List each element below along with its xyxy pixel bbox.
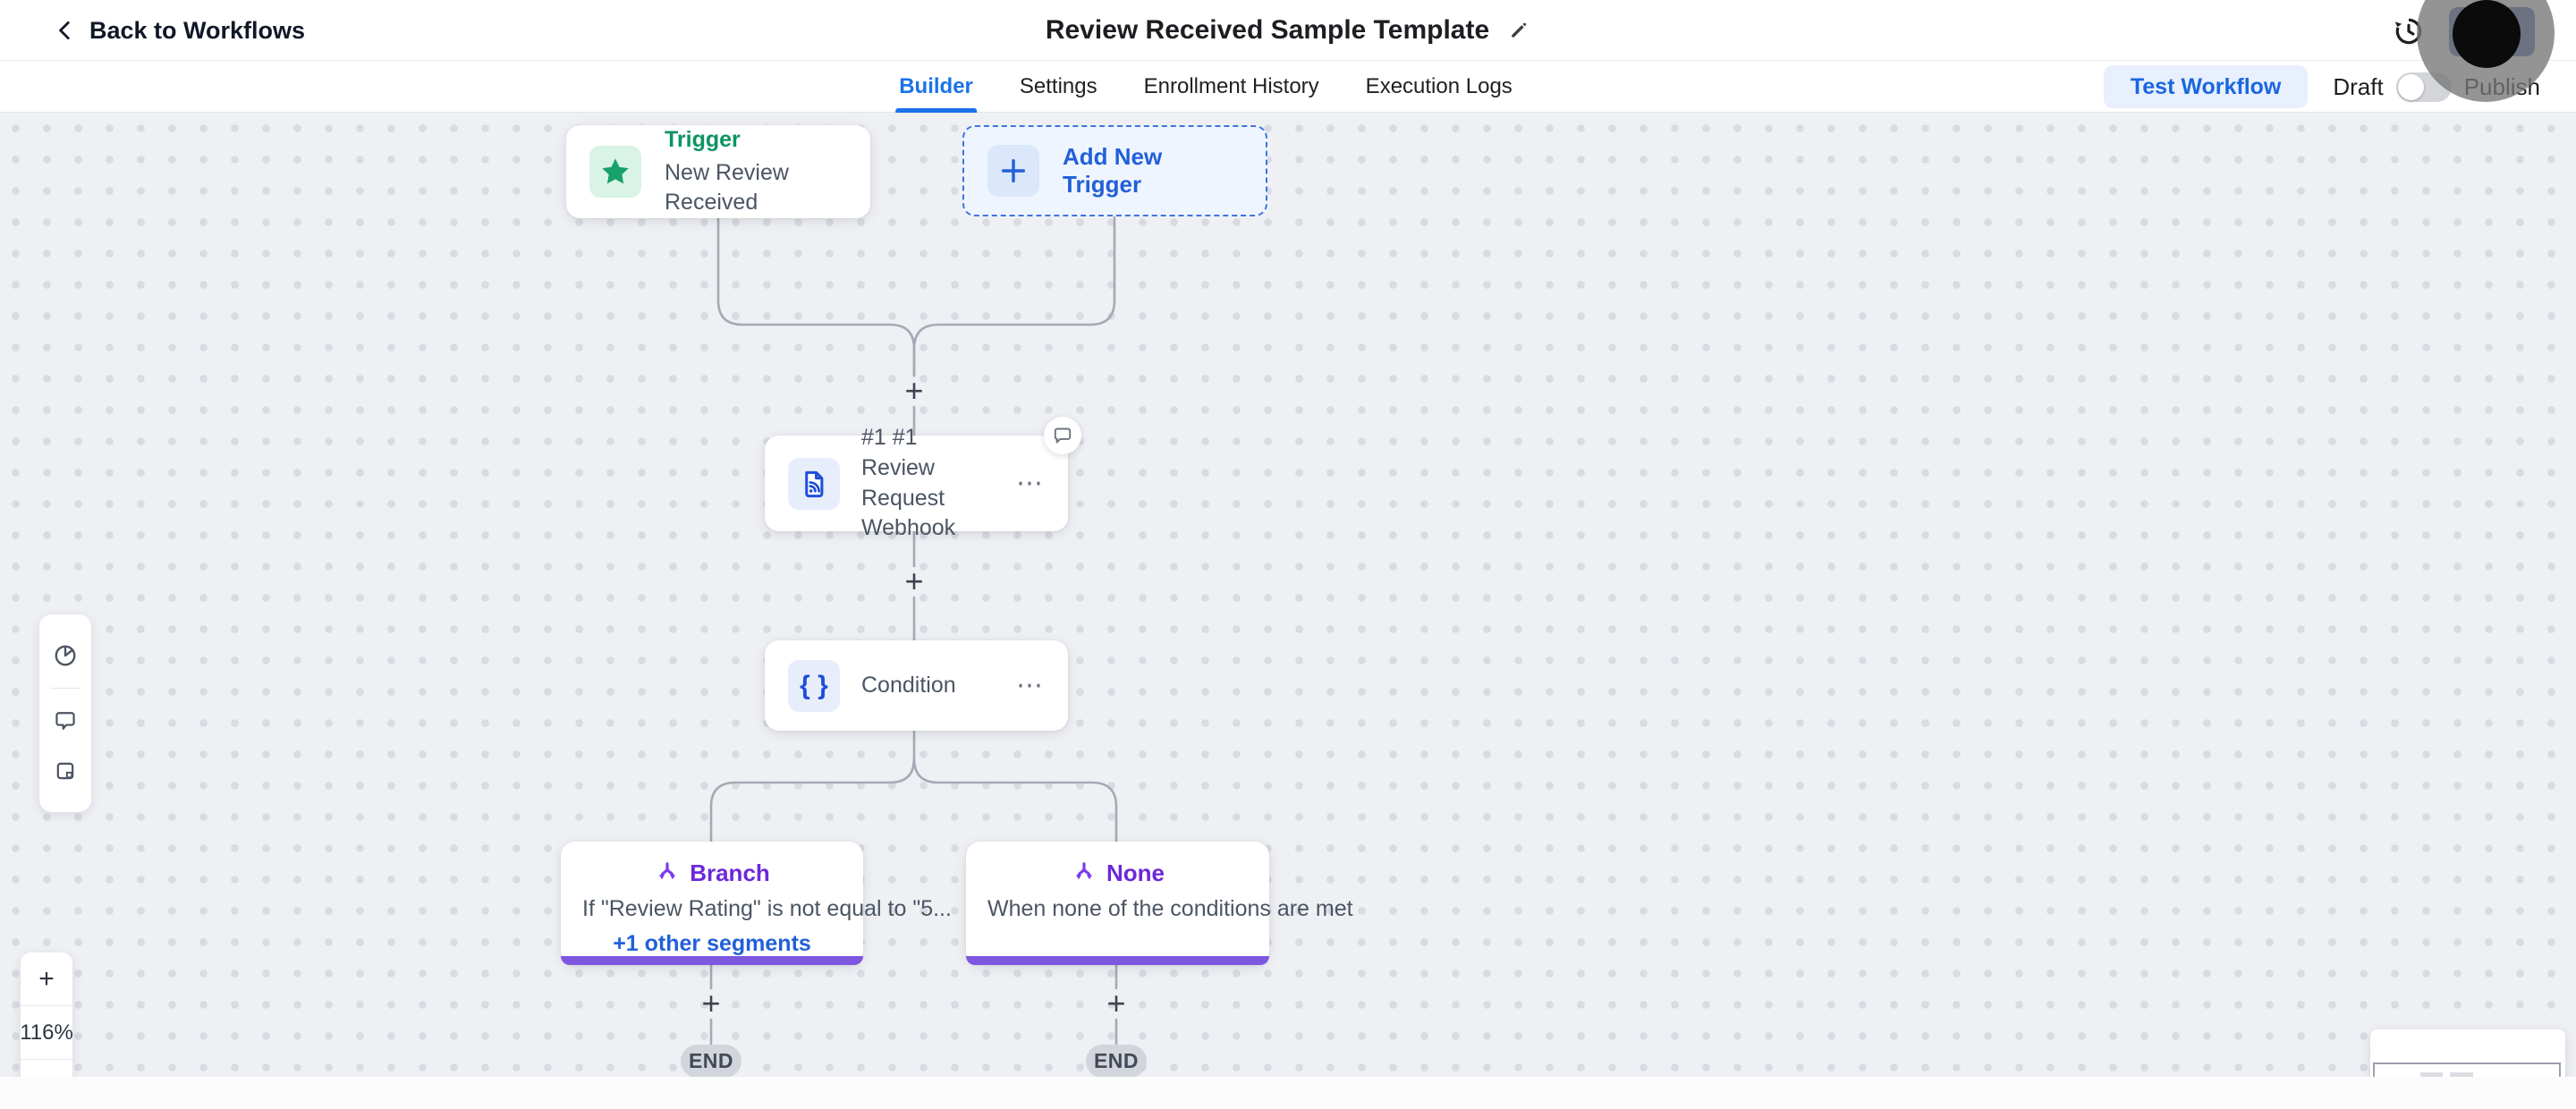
condition-node[interactable]: { } Condition ⋯: [765, 640, 1068, 731]
add-new-trigger-button[interactable]: Add New Trigger: [962, 125, 1267, 216]
version-history-button[interactable]: [2392, 14, 2426, 48]
tab-builder[interactable]: Builder: [895, 61, 977, 113]
comment-bubble-icon: [55, 712, 75, 730]
top-bar: Back to Workflows Review Received Sample…: [0, 0, 2576, 61]
notes-tool-button[interactable]: [39, 746, 91, 796]
comments-tool-button[interactable]: [39, 696, 91, 746]
toggle-knob: [2397, 73, 2424, 100]
webhook-document-icon: [805, 470, 824, 497]
webhook-node-menu-button[interactable]: ⋯: [1016, 469, 1045, 498]
webhook-node-label: #1 #1 Review Request Webhook: [861, 425, 956, 541]
stats-tool-button[interactable]: [39, 631, 91, 681]
test-workflow-button[interactable]: Test Workflow: [2103, 65, 2309, 108]
branch-split-icon: [1076, 861, 1092, 879]
add-action-plus-2[interactable]: +: [904, 563, 924, 599]
add-action-plus-branch[interactable]: +: [701, 985, 721, 1021]
webhook-action-node[interactable]: #1 #1 Review Request Webhook ⋯: [765, 417, 1081, 540]
window-bottom-strip: [0, 1077, 2576, 1109]
condition-node-menu-button[interactable]: ⋯: [1016, 671, 1045, 700]
none-node-title: None: [1106, 859, 1165, 886]
trigger-node-subtitle: New Review Received: [665, 160, 789, 215]
branch-segment-node[interactable]: Branch If "Review Rating" is not equal t…: [561, 842, 952, 965]
trigger-node[interactable]: Trigger New Review Received: [566, 125, 870, 218]
add-action-plus-none[interactable]: +: [1106, 985, 1126, 1021]
comment-bubble-icon: [1054, 428, 1072, 444]
end-marker-branch: END: [681, 1045, 741, 1077]
tab-execution-logs[interactable]: Execution Logs: [1365, 74, 1513, 98]
condition-node-label: Condition: [861, 672, 956, 698]
back-to-workflows-button[interactable]: Back to Workflows: [54, 0, 305, 61]
none-condition-text: When none of the conditions are met: [987, 896, 1353, 921]
add-action-plus-1[interactable]: +: [904, 372, 924, 409]
branch-condition-text: If "Review Rating" is not equal to "5...: [582, 896, 952, 921]
plus-icon: [1001, 158, 1026, 183]
canvas-minimap[interactable]: [2370, 1029, 2565, 1077]
page-title: Review Received Sample Template: [1045, 15, 1490, 45]
tab-enrollment-history[interactable]: Enrollment History: [1143, 74, 1319, 98]
publish-toggle[interactable]: [2395, 72, 2452, 102]
chevron-left-icon: [59, 21, 70, 40]
pie-chart-icon: [55, 645, 76, 666]
back-label: Back to Workflows: [89, 16, 306, 44]
tab-settings[interactable]: Settings: [1019, 74, 1097, 98]
zoom-in-button[interactable]: +: [21, 952, 72, 1006]
toolbar-divider: [50, 688, 80, 689]
zoom-out-button[interactable]: −: [21, 1060, 72, 1077]
none-branch-node[interactable]: None When none of the conditions are met: [966, 842, 1353, 965]
star-icon: [602, 158, 629, 184]
sticky-note-icon: [56, 762, 74, 780]
edit-title-icon[interactable]: [1507, 19, 1530, 42]
end-marker-none: END: [1086, 1045, 1147, 1077]
canvas-side-toolbar: [39, 614, 91, 812]
branch-node-title: Branch: [690, 859, 770, 886]
minimap-viewport[interactable]: [2373, 1062, 2561, 1077]
zoom-control-panel: + 116% −: [21, 952, 72, 1077]
branch-split-icon: [659, 861, 676, 879]
workflow-canvas[interactable]: Trigger New Review Received Add New Trig…: [0, 113, 2576, 1077]
branch-accent-bar: [561, 956, 863, 965]
add-new-trigger-label: Add New Trigger: [1063, 143, 1163, 198]
condition-braces-icon: { }: [788, 659, 840, 712]
draft-label: Draft: [2333, 72, 2384, 100]
trigger-node-title: Trigger: [665, 127, 741, 152]
publish-label: Publish: [2463, 72, 2540, 100]
none-accent-bar: [966, 956, 1269, 965]
header-action-button[interactable]: [2449, 7, 2535, 56]
other-segments-link[interactable]: +1 other segments: [613, 931, 811, 956]
workflow-connectors: [709, 215, 1118, 1046]
history-clock-icon: [2394, 18, 2422, 45]
workflow-tab-bar: Builder Settings Enrollment History Exec…: [0, 61, 2576, 113]
zoom-level-indicator: 116%: [21, 1006, 72, 1060]
node-comment-button[interactable]: [1044, 417, 1081, 454]
